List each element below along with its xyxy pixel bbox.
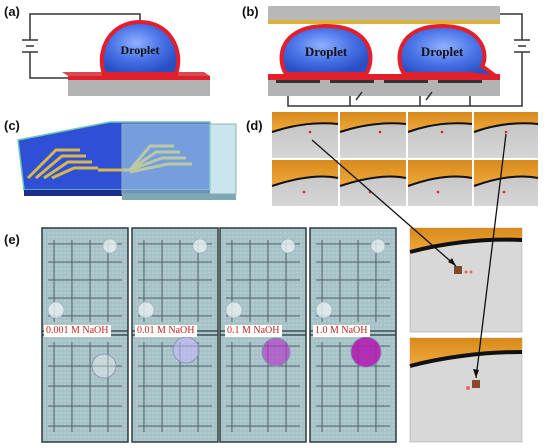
reagent-droplet bbox=[102, 238, 118, 254]
frame bbox=[339, 160, 407, 206]
arrow-line bbox=[311, 139, 457, 267]
panel-c-chip bbox=[17, 121, 237, 200]
circuit-wire bbox=[29, 13, 141, 40]
top-plate bbox=[268, 6, 500, 20]
mixed-droplet bbox=[172, 336, 200, 364]
panel-d-image-sequence bbox=[271, 112, 539, 206]
substrate bbox=[68, 80, 210, 96]
reagent-droplet bbox=[315, 301, 333, 319]
top-plate-electrode bbox=[268, 20, 500, 24]
droplet-label: Droplet bbox=[305, 44, 348, 59]
droplet-shape bbox=[279, 23, 373, 76]
naoh-label-01: 0.1 M NaOH bbox=[225, 325, 282, 337]
arrow-head bbox=[473, 369, 479, 378]
droplet-label: Droplet bbox=[421, 44, 464, 59]
arrows bbox=[311, 133, 507, 379]
bottom-electrode bbox=[384, 80, 428, 83]
switch bbox=[425, 91, 433, 101]
frame bbox=[339, 112, 407, 158]
frame bbox=[473, 160, 539, 206]
reagent-droplet bbox=[225, 301, 243, 319]
panel-label-b: (b) bbox=[242, 4, 259, 19]
zoom-image-bottom bbox=[409, 337, 523, 443]
switch bbox=[355, 91, 363, 101]
arrow-head bbox=[448, 258, 456, 266]
droplet-label: Droplet bbox=[120, 43, 159, 57]
reagent-droplet bbox=[47, 301, 65, 319]
dielectric-layer bbox=[68, 76, 210, 80]
bottom-electrode bbox=[330, 80, 374, 83]
reagent-droplet bbox=[280, 238, 296, 254]
zoom-image-top bbox=[409, 227, 523, 333]
mixed-droplet bbox=[91, 353, 117, 379]
frame bbox=[271, 112, 339, 158]
bottom-electrode bbox=[438, 80, 482, 83]
frame bbox=[407, 112, 473, 158]
reagent-droplet bbox=[370, 238, 386, 254]
circuit-wire bbox=[29, 52, 68, 79]
droplet-shape bbox=[397, 23, 500, 80]
dielectric-layer bbox=[268, 74, 500, 80]
naoh-label-10: 1.0 M NaOH bbox=[313, 325, 370, 337]
bottom-electrode bbox=[276, 80, 320, 83]
mixed-droplet bbox=[261, 337, 291, 367]
panel-a-diagram: Droplet bbox=[22, 13, 210, 96]
droplet-shape bbox=[99, 19, 181, 76]
panel-label-c: (c) bbox=[4, 118, 20, 133]
circuit-wire bbox=[287, 52, 523, 107]
frame bbox=[407, 160, 473, 206]
top-glass-plate bbox=[121, 123, 237, 195]
panel-label-a: (a) bbox=[4, 4, 20, 19]
naoh-label-001: 0.01 M NaOH bbox=[135, 325, 197, 337]
frame bbox=[271, 160, 339, 206]
circuit-wire bbox=[500, 13, 523, 40]
bottom-plate bbox=[268, 80, 500, 96]
panel-label-e: (e) bbox=[4, 232, 20, 247]
reagent-droplet bbox=[192, 238, 208, 254]
top-glass-edge bbox=[122, 194, 236, 200]
reagent-droplet bbox=[137, 301, 155, 319]
mixed-droplet bbox=[350, 336, 382, 368]
panel-label-d: (d) bbox=[246, 118, 263, 133]
panel-b-diagram: Droplet Droplet bbox=[268, 6, 530, 107]
naoh-label-0001: 0.001 M NaOH bbox=[44, 325, 111, 337]
arrow-line bbox=[475, 133, 507, 379]
